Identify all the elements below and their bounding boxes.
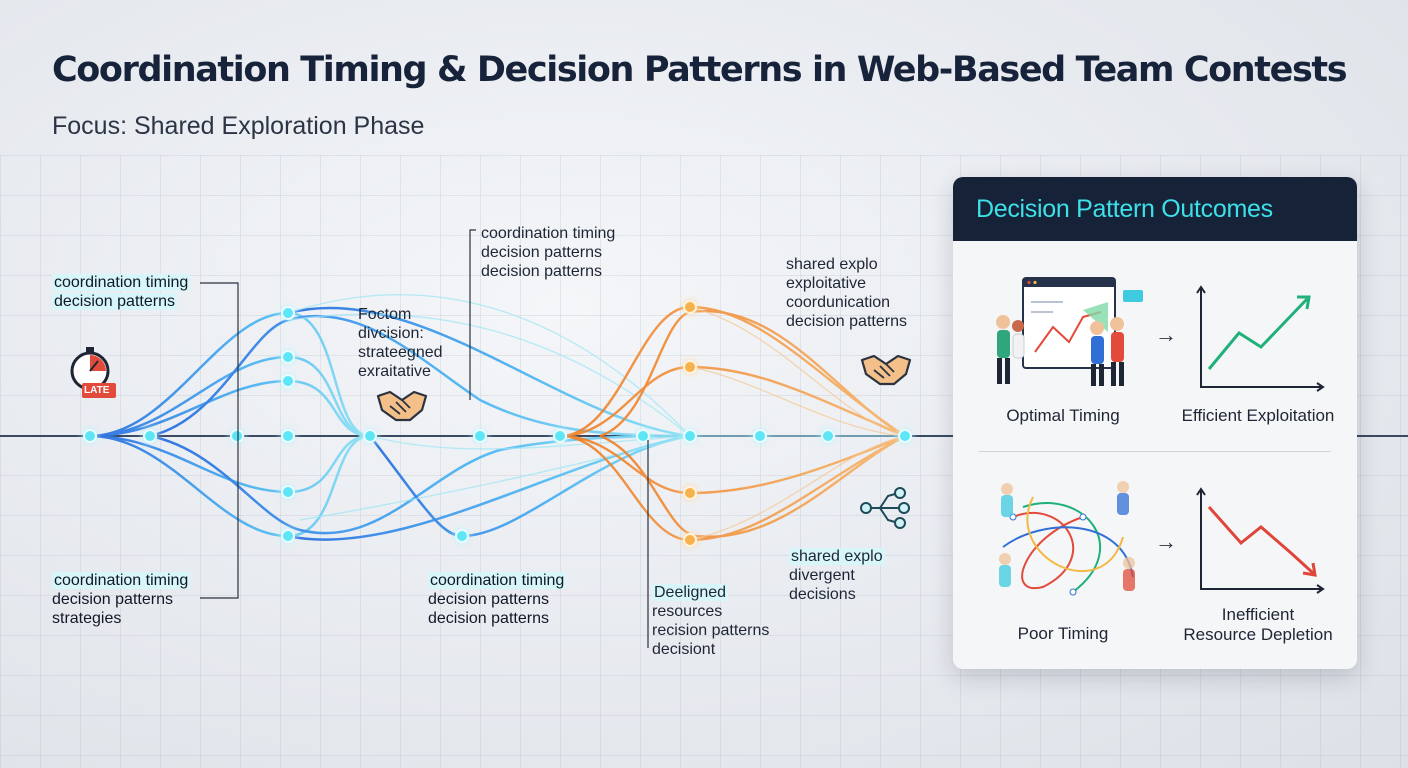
handshake-icon-right — [860, 354, 912, 386]
label-bottom-right: shared explo divergent decisions — [789, 548, 885, 603]
label-top-right: shared explo exploitative coordunication… — [786, 256, 907, 330]
label-top-left: coordination timing decision patterns — [52, 274, 191, 310]
label-bottom-left: coordination timing decision patterns st… — [52, 572, 191, 627]
team-collaboration-illustration — [996, 277, 1143, 386]
arrow-icon-2: → — [1155, 529, 1177, 554]
efficient-exploitation-caption: Efficient Exploitation — [1181, 406, 1335, 425]
inefficient-depletion-caption: Inefficient Resource Depletion — [1183, 605, 1333, 644]
falling-trend-chart — [1196, 487, 1325, 594]
page-title: Coordination Timing & Decision Patterns … — [52, 50, 1348, 90]
optimal-timing-caption: Optimal Timing — [1006, 406, 1120, 425]
orange-flow-strands — [559, 305, 906, 542]
timeline-nodes — [83, 300, 912, 547]
outcomes-panel: Decision Pattern Outcomes → Optimal Timi… — [953, 177, 1357, 669]
callout-brackets — [200, 229, 649, 648]
poor-timing-caption: Poor Timing — [1017, 624, 1109, 643]
panel-title: Decision Pattern Outcomes — [953, 177, 1357, 241]
late-badge: LATE — [84, 385, 110, 396]
page-subtitle: Focus: Shared Exploration Phase — [52, 112, 425, 140]
label-bottom-center: coordination timing decision patterns de… — [428, 572, 567, 627]
handshake-icon — [376, 390, 428, 422]
stopwatch-icon — [70, 347, 116, 398]
rising-trend-chart — [1196, 285, 1325, 392]
network-nodes-icon — [860, 487, 910, 529]
label-top-center: coordination timing decision patterns de… — [481, 225, 616, 280]
label-mid-upper: Foctom divcision: strateegned exraitativ… — [358, 306, 443, 380]
scattered-team-illustration — [999, 481, 1135, 596]
arrow-icon: → — [1155, 322, 1177, 347]
panel-divider — [979, 451, 1331, 452]
label-bottom-mid: Deeligned resources recision patterns de… — [652, 584, 770, 658]
